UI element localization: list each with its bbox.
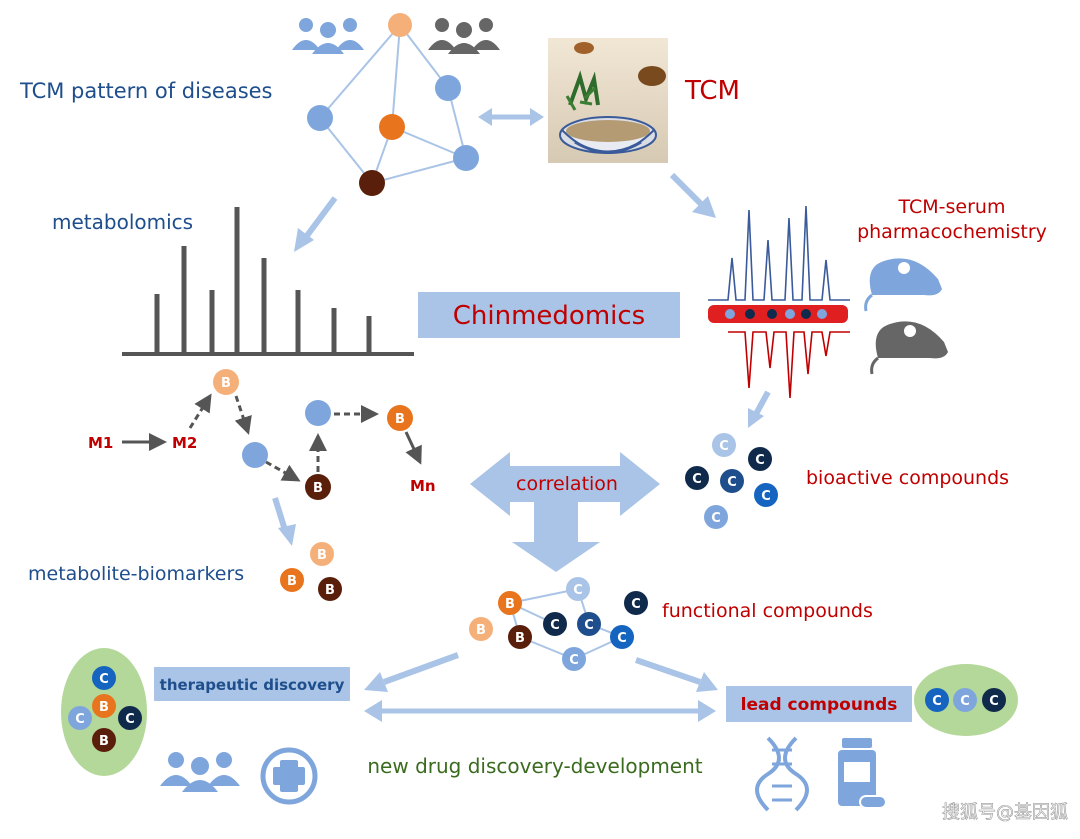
- network-node: [307, 105, 333, 131]
- node-c-label: C: [692, 472, 702, 487]
- m2-label: M2: [172, 434, 197, 452]
- watermark: 搜狐号@基因狐: [942, 802, 1068, 823]
- functional-label: functional compounds: [662, 600, 873, 622]
- serum-label-line1: TCM-serum: [898, 196, 1006, 218]
- node-c-label: C: [125, 712, 135, 727]
- correlation-arrow: [470, 452, 660, 572]
- biomarker-nodes: B B B: [280, 542, 342, 601]
- node-c-label: C: [755, 453, 765, 468]
- flow-arrow: [635, 657, 718, 692]
- node-c-label: C: [99, 672, 109, 687]
- dna-icon: [755, 736, 809, 812]
- network-node: [453, 145, 479, 171]
- node-c-label: C: [631, 597, 641, 612]
- node-b-label: B: [99, 734, 109, 749]
- flow-arrow: [272, 497, 296, 546]
- node-c-label: C: [584, 618, 594, 633]
- metabolomics-spectrum: [122, 207, 414, 356]
- network-node: [379, 114, 405, 140]
- node-b-label: B: [515, 631, 525, 646]
- node-b-label: B: [325, 583, 335, 598]
- metabolomics-label: metabolomics: [52, 210, 193, 234]
- bioactive-label: bioactive compounds: [806, 467, 1009, 489]
- node-c-label: C: [761, 489, 771, 504]
- node-b-label: B: [99, 700, 109, 715]
- bioactive-nodes: C C C C C C: [685, 433, 778, 529]
- biomarkers-label: metabolite-biomarkers: [28, 563, 244, 585]
- pathway-node: [242, 442, 268, 468]
- people-group-icon: [292, 18, 364, 54]
- disease-network: [307, 13, 479, 196]
- pathway-node: [305, 474, 331, 500]
- flow-arrow: [669, 172, 716, 218]
- new-drug-label: new drug discovery-development: [367, 754, 702, 778]
- node-c-label: C: [932, 694, 942, 709]
- pathway-node: [387, 405, 413, 431]
- node-c-label: C: [711, 511, 721, 526]
- node-b-label: B: [317, 548, 327, 563]
- chinmedomics-label: Chinmedomics: [453, 301, 645, 331]
- serum-label-line2: pharmacochemistry: [857, 221, 1047, 243]
- pathway-node: [305, 400, 331, 426]
- lead-blob: C C C: [914, 664, 1018, 736]
- chinmedomics-box: Chinmedomics: [418, 292, 680, 338]
- lead-box: lead compounds: [726, 686, 912, 722]
- node-b-label: B: [395, 412, 405, 427]
- metabolic-pathway: M1 M2 Mn B B B: [88, 369, 436, 500]
- flow-arrow: [364, 652, 460, 692]
- node-c-label: C: [569, 653, 579, 668]
- correlation-label: correlation: [516, 473, 618, 495]
- mn-label: Mn: [410, 477, 436, 495]
- double-arrow: [364, 700, 716, 722]
- mouse-icon: [870, 321, 948, 375]
- therapeutic-label: therapeutic discovery: [160, 676, 345, 694]
- node-c-label: C: [550, 618, 560, 633]
- functional-network: B C C B C C B C C: [469, 577, 648, 671]
- node-c-label: C: [719, 439, 729, 454]
- flow-arrow: [294, 196, 338, 252]
- node-b-label: B: [505, 597, 515, 612]
- node-c-label: C: [573, 583, 583, 598]
- people-group-icon: [428, 18, 500, 54]
- node-b-label: B: [476, 623, 486, 638]
- node-b-label: B: [221, 376, 231, 391]
- pathway-node: [213, 369, 239, 395]
- flow-arrow: [748, 390, 771, 428]
- network-node: [388, 13, 412, 37]
- herbal-medicine-image: [548, 38, 668, 163]
- node-c-label: C: [617, 631, 627, 646]
- medical-plus-icon: [260, 747, 318, 805]
- node-c-label: C: [75, 712, 85, 727]
- tcm-label: TCM: [684, 76, 740, 106]
- tcm-pattern-label: TCM pattern of diseases: [19, 79, 273, 103]
- node-c-label: C: [960, 694, 970, 709]
- chromatogram: [708, 205, 850, 399]
- therapeutic-blob: C C B C B: [61, 648, 147, 776]
- lead-label: lead compounds: [741, 695, 898, 715]
- rat-icon: [864, 258, 942, 312]
- m1-label: M1: [88, 434, 113, 452]
- medicine-bottle-icon: [838, 738, 887, 809]
- node-c-label: C: [989, 694, 999, 709]
- therapeutic-box: therapeutic discovery: [154, 667, 350, 701]
- network-node: [435, 75, 461, 101]
- people-group-icon: [160, 752, 240, 792]
- network-node: [359, 170, 385, 196]
- node-b-label: B: [287, 574, 297, 589]
- node-b-label: B: [313, 481, 323, 496]
- double-arrow: [478, 108, 544, 126]
- node-c-label: C: [727, 475, 737, 490]
